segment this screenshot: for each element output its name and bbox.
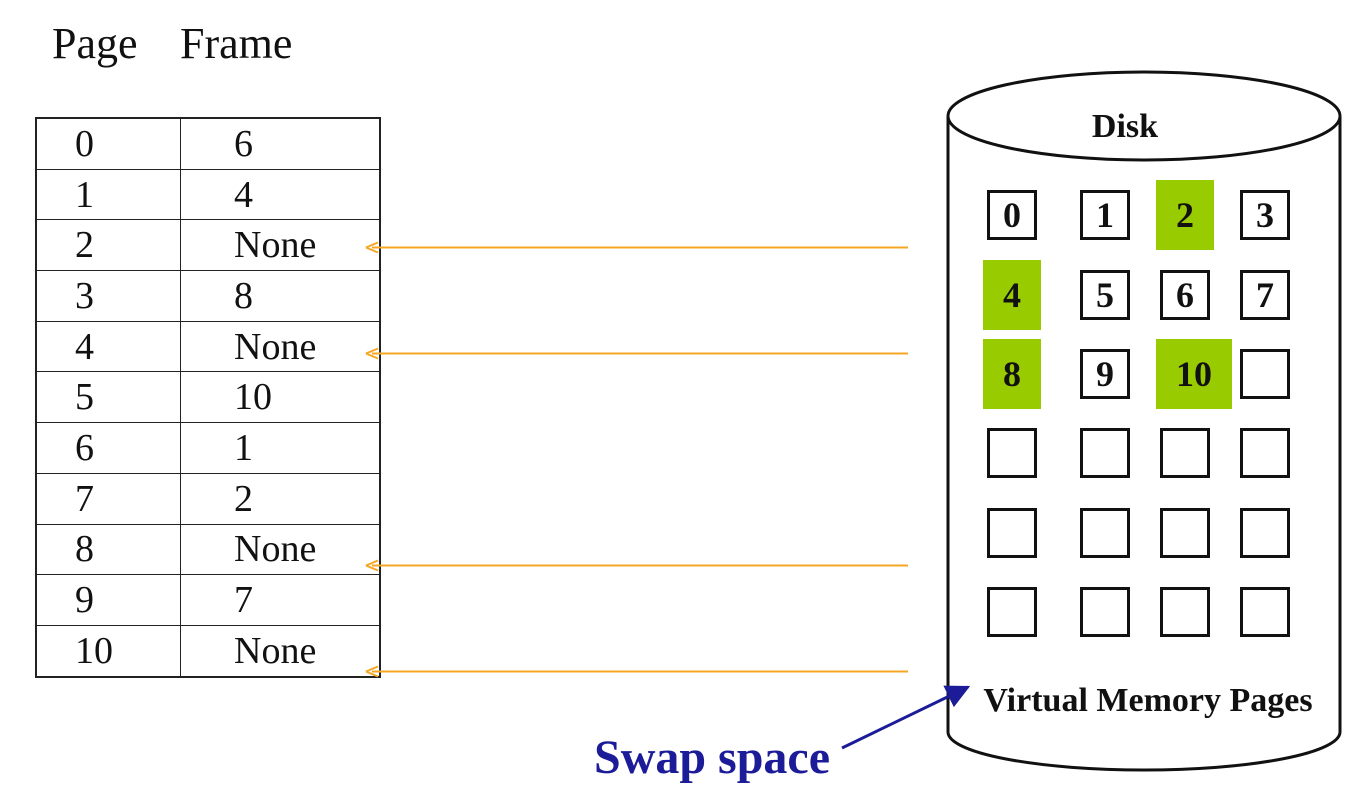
frame-number-cell: 8 [180,270,381,322]
page-fault-arrow-head [365,241,379,254]
disk-page-cell-highlighted: 4 [983,260,1041,330]
disk-page-cell [987,428,1037,478]
frame-number-cell: None [180,320,381,373]
disk-page-cell [1080,587,1130,637]
page-number-cell: 7 [35,472,181,525]
swap-space-label: Swap space [594,731,831,784]
frame-number-cell: None [180,219,381,272]
page-fault-arrow-head [365,559,379,572]
disk-page-cell: 9 [1080,349,1130,399]
page-fault-arrows [365,241,908,678]
frame-number-cell: 10 [180,371,381,424]
page-fault-arrow-head [365,665,379,678]
disk-page-cell [987,508,1037,558]
disk-page-cell [1240,428,1290,478]
disk-page-cell [1080,508,1130,558]
page-fault-arrow-head [365,347,379,360]
disk-page-cell [1240,508,1290,558]
disk-page-cell-highlighted: 10 [1156,339,1232,409]
disk-page-cell: 5 [1080,270,1130,320]
page-number-cell: 0 [35,117,181,170]
page-number-cell: 6 [35,422,181,474]
disk-page-cell [1160,508,1210,558]
page-number-cell: 4 [35,320,181,373]
disk-cylinder-top [946,70,1342,162]
frame-number-cell: 6 [180,117,381,170]
frame-column-header: Frame [180,19,293,68]
swap-space-arrow [841,685,971,750]
frame-number-cell: 2 [180,472,381,525]
disk-page-cell: 1 [1080,190,1130,240]
disk-label: Disk [1091,108,1159,145]
page-number-cell: 2 [35,219,181,272]
disk-page-cell: 6 [1160,270,1210,320]
disk-page-cell [1240,349,1290,399]
frame-number-cell: None [180,624,381,678]
page-number-cell: 3 [35,270,181,322]
disk-page-cell [1240,587,1290,637]
page-number-cell: 10 [35,624,181,678]
disk-page-cell-highlighted: 2 [1156,180,1214,250]
virtual-memory-pages-label: Virtual Memory Pages [983,682,1313,719]
disk-page-cell [1160,587,1210,637]
frame-number-cell: 7 [180,574,381,626]
disk-page-cell [1160,428,1210,478]
disk-page-cell: 0 [987,190,1037,240]
frame-number-cell: 1 [180,422,381,474]
disk-page-cell-highlighted: 8 [983,339,1041,409]
page-column-header: Page [52,19,138,68]
page-number-cell: 5 [35,371,181,424]
frame-number-cell: None [180,523,381,576]
disk-page-cell: 3 [1240,190,1290,240]
disk-page-cell [987,587,1037,637]
disk-page-cell: 7 [1240,270,1290,320]
disk-page-cell [1080,428,1130,478]
page-number-cell: 9 [35,574,181,626]
